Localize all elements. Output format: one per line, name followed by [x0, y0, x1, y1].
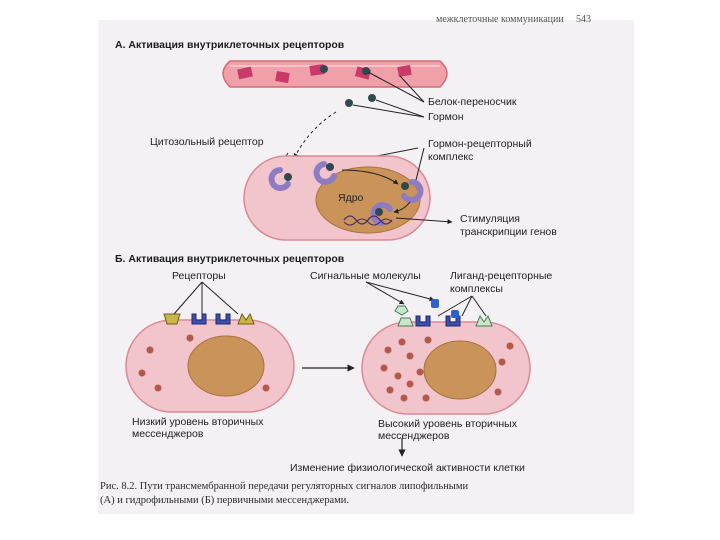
label-cytosolic-receptor: Цитозольный рецептор	[150, 136, 264, 148]
binding-arrow	[393, 201, 411, 214]
diagram-canvas	[125, 60, 531, 457]
hormone-molecule	[326, 163, 334, 171]
hormone-receptor-complex	[401, 179, 424, 203]
label-receptors: Рецепторы	[172, 270, 226, 282]
label-complex-line2: комплекс	[428, 151, 474, 163]
caption-line2: (А) и гидрофильными (Б) первичными мессе…	[100, 495, 350, 506]
label-carrier-protein: Белок-переносчик	[428, 96, 517, 108]
signal-arrow	[365, 281, 435, 302]
label-hormone: Гормон	[428, 111, 464, 123]
entry-arrow	[293, 111, 337, 159]
label-ligand-line1: Лиганд-рецепторные	[450, 270, 553, 282]
receptors-right	[397, 310, 493, 327]
signal-molecule	[431, 299, 439, 308]
hormone-receptor-complex	[313, 161, 337, 185]
translocation-arrow	[341, 169, 399, 185]
cytosolic-receptor	[268, 167, 291, 191]
cell-b-low	[125, 319, 295, 413]
label-high-line1: Высокий уровень вторичных	[378, 418, 517, 430]
label-complex-line1: Гормон-рецепторный	[428, 138, 532, 150]
stimulation-arrow	[395, 217, 453, 225]
hormone-molecule	[345, 99, 353, 107]
leader-lines-b	[173, 281, 239, 315]
blood-vessel	[222, 60, 448, 88]
signal-arrow	[365, 281, 405, 305]
label-stimulation-line1: Стимуляция	[460, 213, 520, 225]
section-a-title: А. Активация внутриклеточных рецепторов	[115, 39, 345, 51]
label-signal-molecules: Сигнальные молекулы	[310, 270, 421, 282]
second-messengers-high	[380, 336, 514, 402]
hormone-molecule	[284, 173, 292, 181]
label-outcome: Изменение физиологической активности кле…	[290, 462, 525, 474]
hormone-molecule	[368, 94, 376, 102]
carrier-protein-group	[237, 64, 412, 84]
caption-line1: Рис. 8.2. Пути трансмембранной передачи …	[100, 481, 469, 492]
label-low-line1: Низкий уровень вторичных	[132, 416, 264, 428]
label-low-line2: мессенджеров	[132, 428, 204, 440]
hormone-receptor-complex	[370, 202, 393, 226]
second-messengers-low	[138, 334, 270, 392]
leader-complex	[415, 147, 425, 181]
dna-strand	[343, 215, 393, 225]
hormone-molecule	[375, 208, 383, 216]
page-header-text: межклеточные коммуникации	[436, 14, 564, 25]
label-ligand-line2: комплексы	[450, 283, 503, 295]
dna-strand	[343, 218, 393, 226]
hormone-molecule	[401, 182, 409, 190]
section-b-title: Б. Активация внутриклеточных рецепторов	[115, 253, 345, 265]
leader-lines-ligand	[437, 295, 487, 317]
figure-scan: межклеточные коммуникации 543 А. Активац…	[98, 14, 634, 514]
label-nucleus: Ядро	[338, 192, 364, 204]
label-high-line2: мессенджеров	[378, 430, 450, 442]
signal-molecule	[394, 305, 409, 316]
label-stimulation-line2: транскрипции генов	[460, 226, 557, 238]
receptors-left	[163, 312, 255, 325]
page-number: 543	[576, 14, 591, 25]
